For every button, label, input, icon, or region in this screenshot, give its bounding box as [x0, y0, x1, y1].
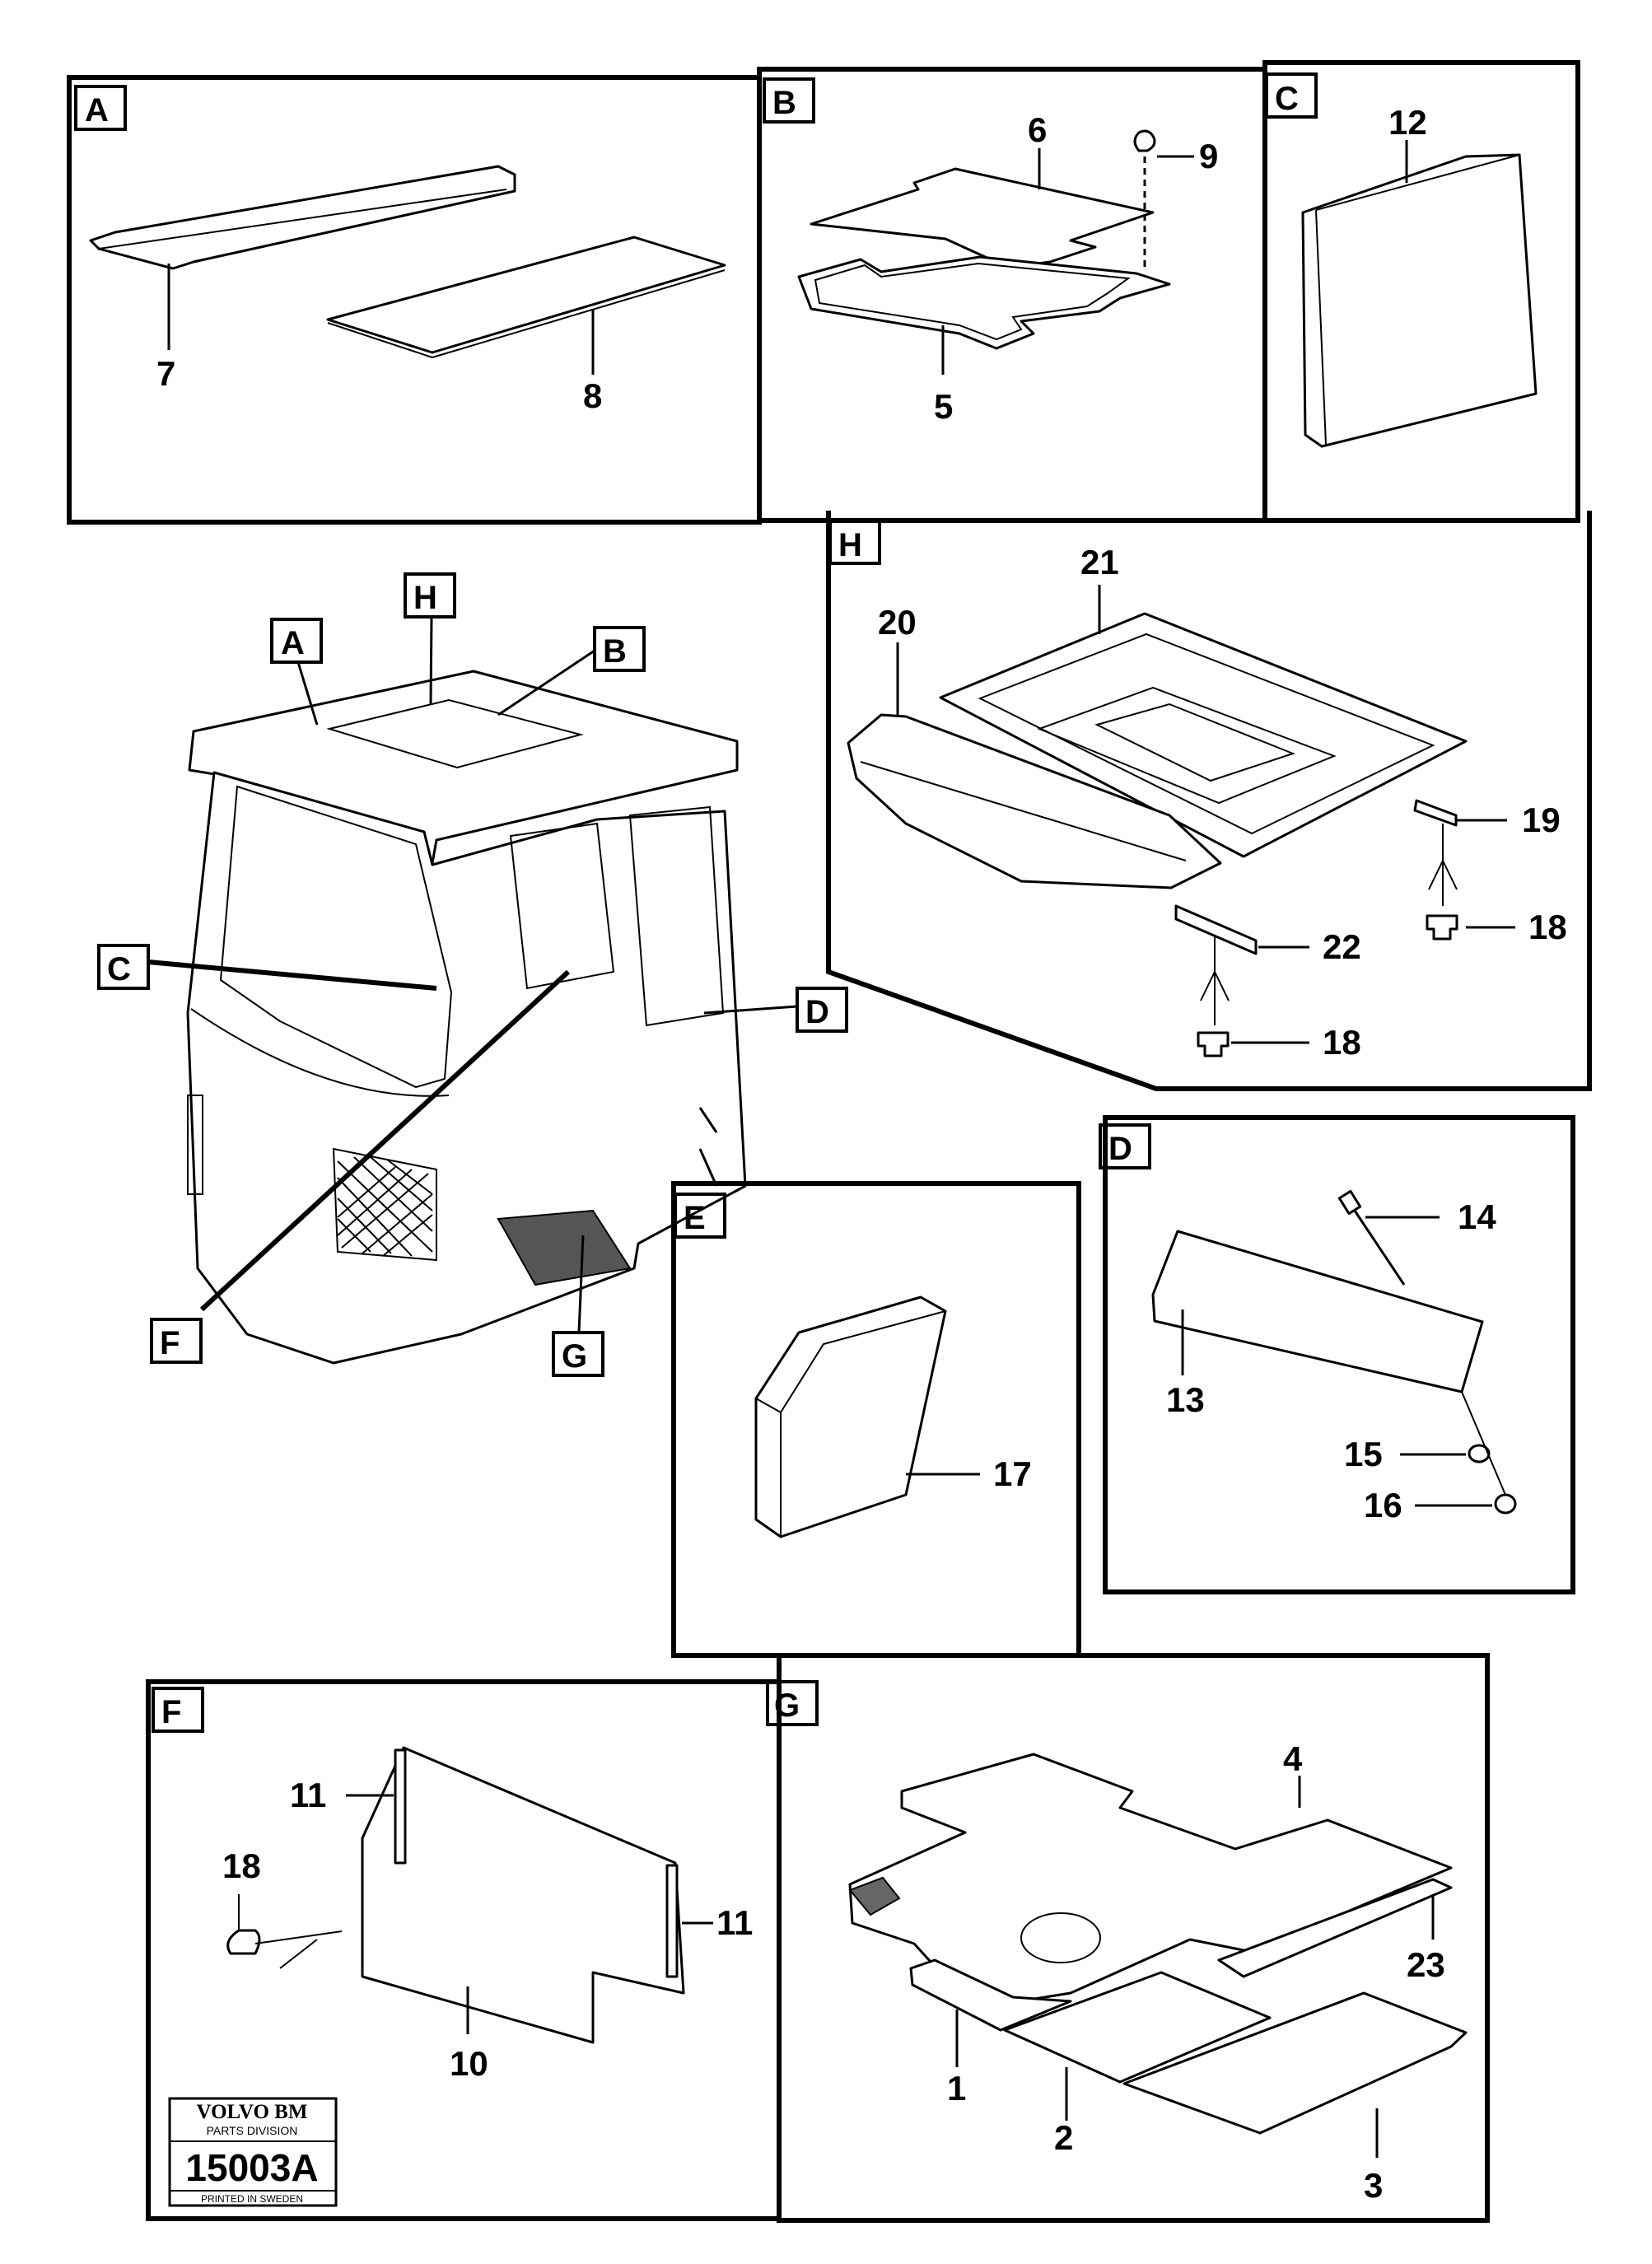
floor-mat-2-shape: [1003, 1971, 1272, 2084]
part-number-19: 19: [1522, 801, 1561, 839]
roof-mat-6-shape: [810, 167, 1155, 269]
part-number-11-left: 11: [290, 1776, 326, 1814]
overview-callout-b: B: [603, 633, 627, 670]
stamp-printed: PRINTED IN SWEDEN: [201, 2193, 303, 2205]
stamp-brand: VOLVO BM: [197, 2101, 308, 2123]
bracket-22-shape: [1174, 904, 1258, 955]
seal-strip-23-shape: [1217, 1878, 1453, 1978]
part-number-14: 14: [1458, 1197, 1496, 1236]
clip-18-upper-shape: [1426, 914, 1458, 941]
part-number-6: 6: [1028, 110, 1047, 149]
part-number-1: 1: [947, 2069, 966, 2108]
part-number-15: 15: [1344, 1435, 1383, 1473]
part-number-18: 18: [222, 1846, 261, 1885]
clip-18-lower-shape: [1197, 1031, 1230, 1057]
part-number-3: 3: [1364, 2166, 1383, 2205]
overview-callout-f: F: [160, 1325, 180, 1361]
part-number-17: 17: [993, 1454, 1032, 1493]
spacer-block-13-shape: [1151, 1230, 1484, 1393]
part-number-16: 16: [1364, 1486, 1402, 1524]
panel-a-label: A: [85, 92, 109, 128]
edge-strip-11-left-shape: [394, 1748, 407, 1865]
overview-callout-a: A: [281, 625, 305, 661]
panel-d: D 14 13 15 16: [1099, 1115, 1575, 1594]
bracket-19-shape: [1413, 799, 1458, 827]
part-number-11-right: 11: [716, 1903, 753, 1942]
overview-callout-h: H: [413, 580, 437, 616]
panel-e-label: E: [684, 1200, 706, 1236]
part-number-13: 13: [1166, 1380, 1205, 1419]
panel-h: H 21 20 19 18 22 18: [826, 511, 1592, 1091]
panel-c-label: C: [1275, 81, 1299, 117]
stamp-code: 15003A: [185, 2146, 318, 2189]
floor-mat-3-shape: [1122, 1991, 1468, 2135]
cab-overview: A H B C D F G: [97, 572, 848, 1377]
panel-f-label: F: [161, 1694, 181, 1730]
panel-d-label: D: [1108, 1131, 1132, 1167]
part-number-2: 2: [1054, 2118, 1073, 2157]
roof-frame-5-shape: [797, 255, 1171, 350]
overview-callout-g: G: [562, 1338, 587, 1375]
insulation-board-12-shape: [1301, 153, 1538, 448]
part-number-8: 8: [583, 376, 602, 415]
overview-callout-d: D: [805, 994, 829, 1030]
part-number-18-upper: 18: [1528, 908, 1567, 946]
panel-b: B 6 9 5: [757, 67, 1267, 523]
side-insulation-17-shape: [754, 1295, 947, 1538]
edge-strip-11-right-shape: [665, 1864, 679, 1978]
part-number-4: 4: [1283, 1739, 1303, 1778]
part-number-18-lower: 18: [1323, 1023, 1361, 1062]
panel-a: A 7 8: [67, 75, 762, 525]
part-number-23: 23: [1407, 1945, 1445, 1984]
panel-h-label: H: [838, 527, 862, 563]
bolt-14-head-shape: [1337, 1189, 1362, 1216]
washer-15-shape: [1468, 1444, 1491, 1463]
panel-c: C 12: [1262, 60, 1580, 523]
clip-18-shape: [226, 1929, 261, 1955]
part-number-9: 9: [1199, 137, 1218, 175]
floor-mat-1-shape: [909, 1958, 1072, 2032]
part-number-7: 7: [156, 354, 175, 393]
panel-g-label: G: [774, 1687, 800, 1724]
rear-wall-insulation-10-shape: [361, 1746, 685, 2044]
headliner-21-shape: [939, 612, 1468, 858]
part-number-10: 10: [450, 2044, 488, 2083]
overview-callout-c: C: [107, 951, 131, 987]
roof-panel-7-shape: [89, 165, 516, 270]
rear-shelf-20-shape: [847, 713, 1222, 889]
nut-16-shape: [1494, 1493, 1517, 1515]
volvo-bm-stamp: VOLVO BM PARTS DIVISION 15003A PRINTED I…: [168, 2097, 338, 2207]
panel-b-label: B: [772, 85, 796, 121]
panel-e: E 17: [671, 1148, 1081, 1658]
part-number-21: 21: [1080, 543, 1119, 581]
part-number-20: 20: [878, 603, 917, 642]
turnlock-fastener-9-shape: [1133, 129, 1156, 152]
panel-g: G 4 23 1 2 3: [766, 1653, 1490, 2223]
part-number-5: 5: [934, 387, 953, 426]
part-number-12: 12: [1388, 103, 1427, 142]
roof-panel-8-shape: [326, 236, 726, 354]
part-number-22: 22: [1323, 927, 1361, 966]
stamp-division: PARTS DIVISION: [207, 2124, 298, 2137]
